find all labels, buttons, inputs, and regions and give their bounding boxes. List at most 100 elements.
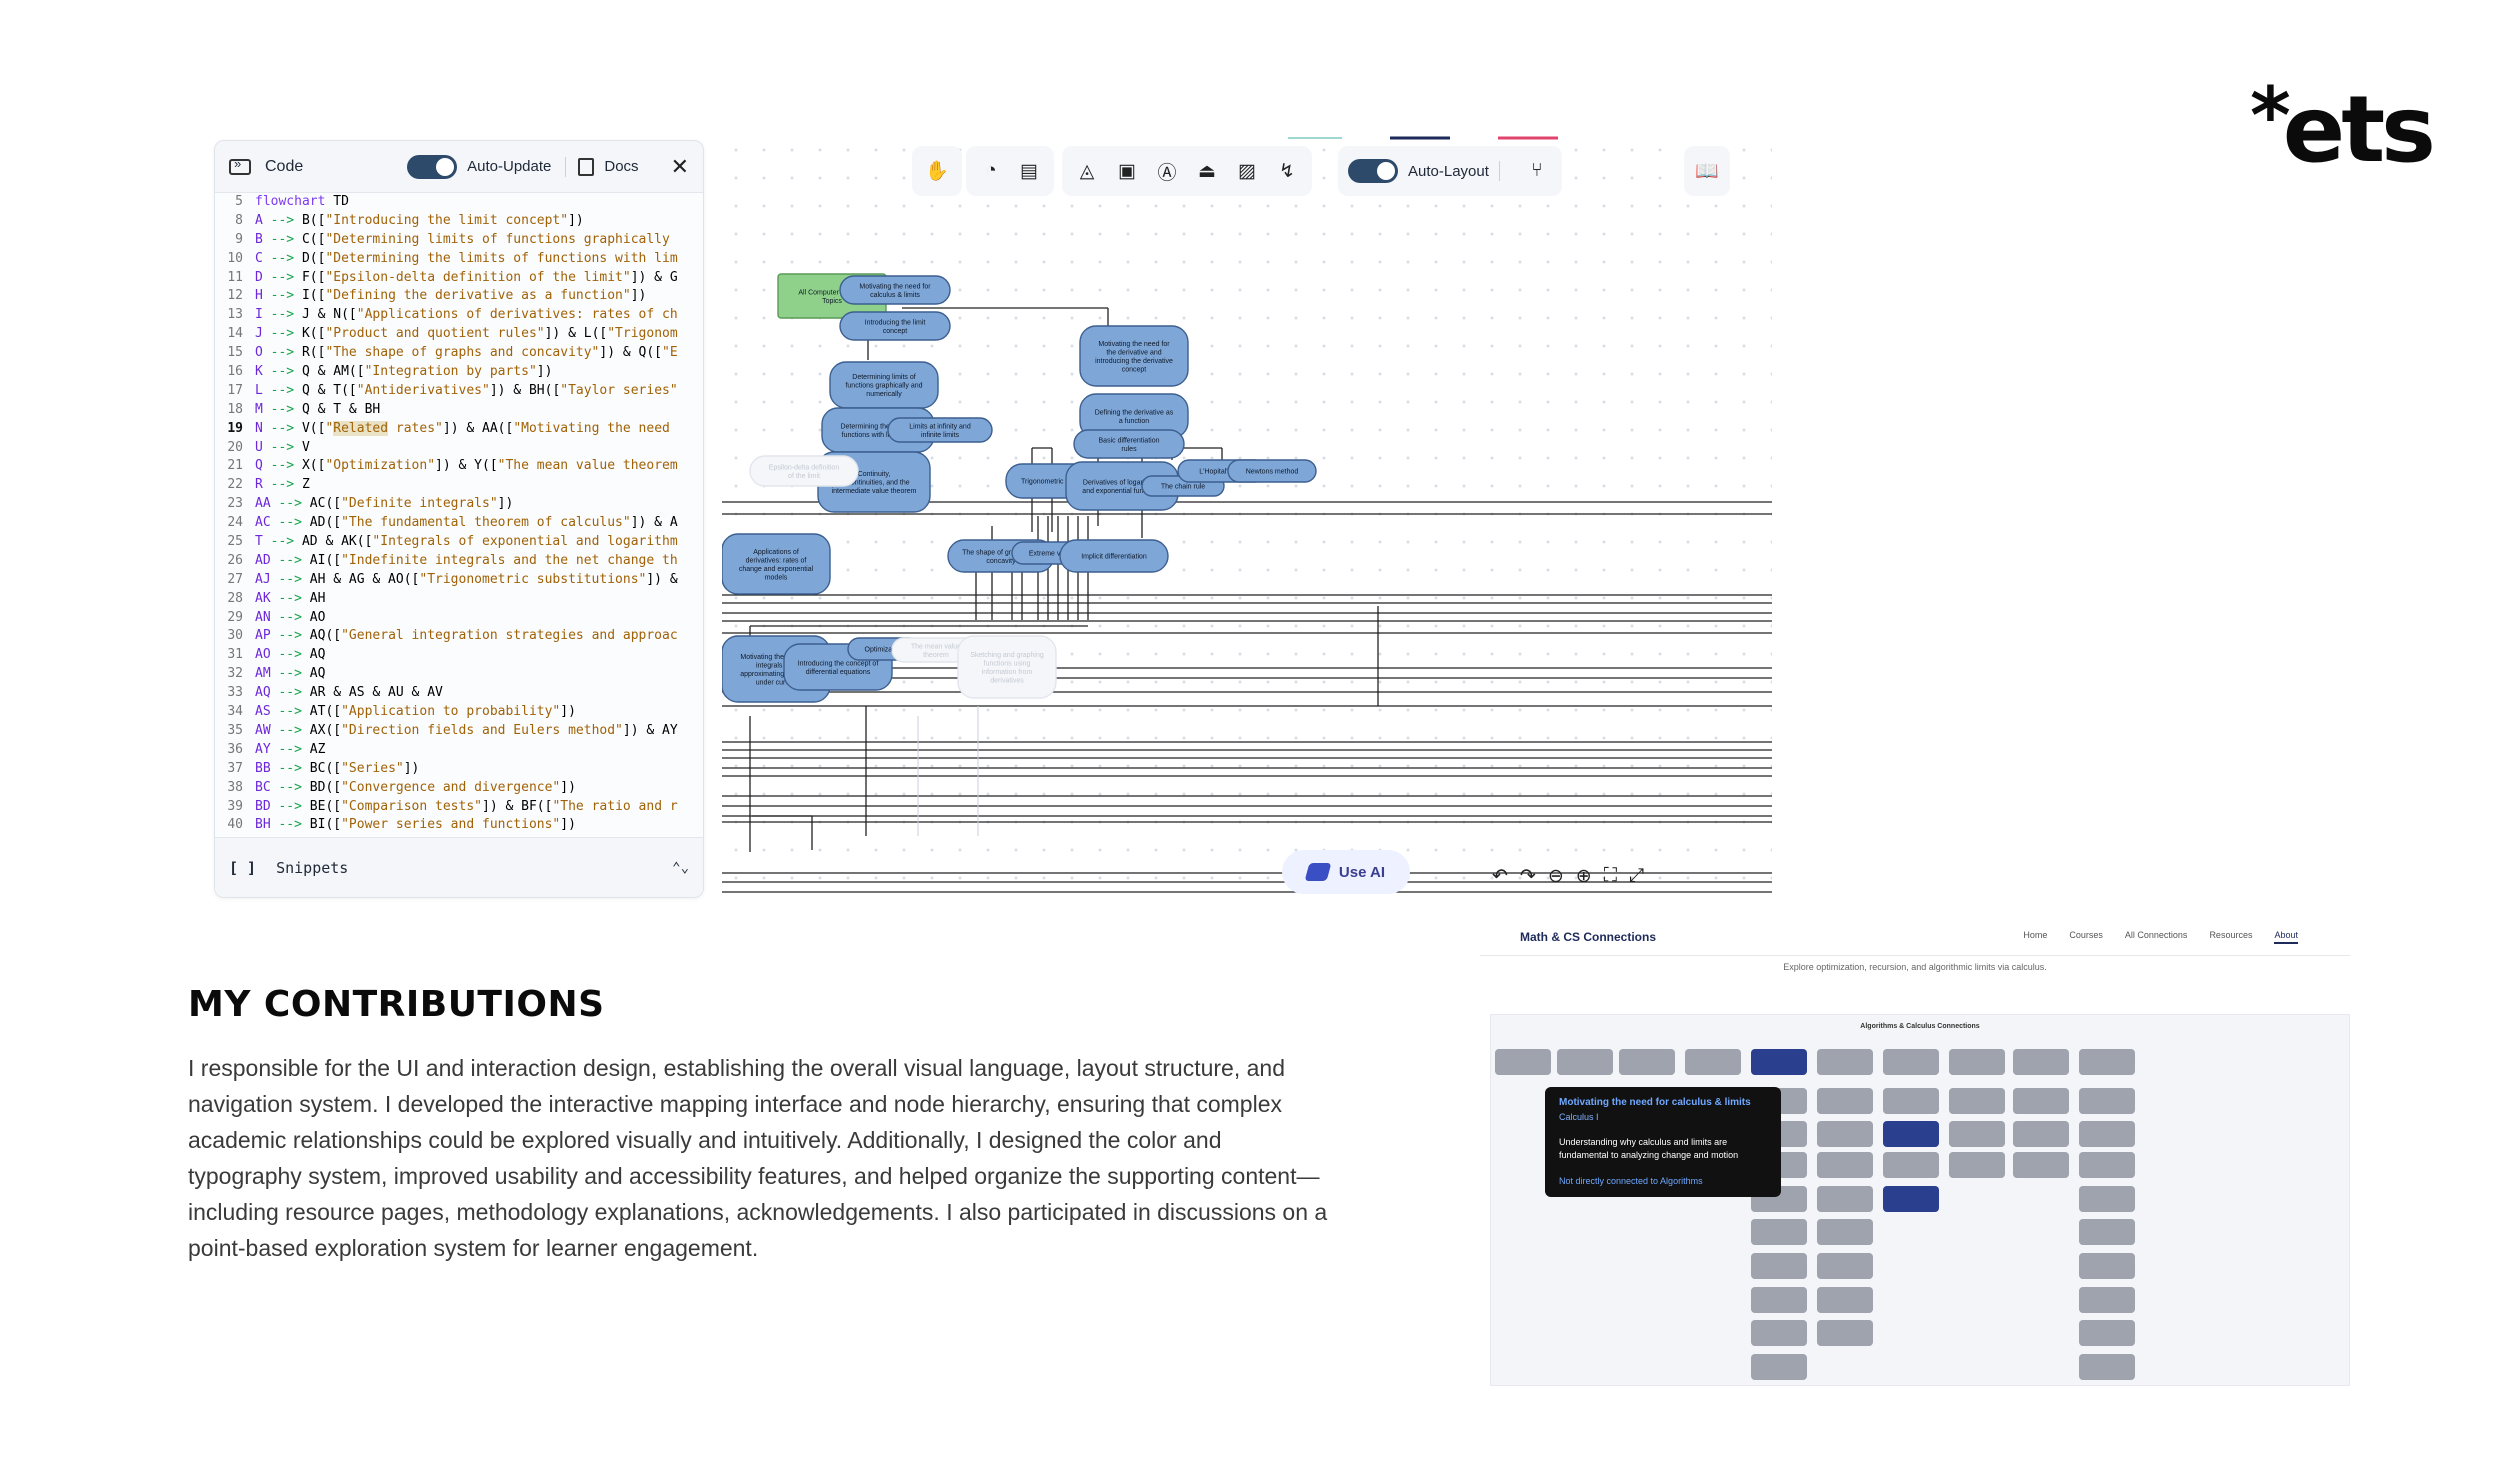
code-line[interactable]: 11 D --> F(["Epsilon-delta definition of… — [215, 269, 703, 288]
flowchart-node-shape[interactable] — [839, 311, 951, 341]
map-node[interactable] — [1817, 1320, 1873, 1347]
arrows-icon[interactable]: ↯ — [1279, 160, 1295, 182]
close-icon[interactable]: ✕ — [670, 153, 689, 179]
map-node[interactable] — [2013, 1152, 2069, 1179]
flowchart-node-shape[interactable] — [1059, 539, 1169, 573]
map-node[interactable] — [1751, 1048, 1807, 1075]
code-line[interactable]: 36 AY --> AZ — [215, 741, 703, 760]
code-line[interactable]: 33 AQ --> AR & AS & AU & AV — [215, 684, 703, 703]
nav-link-resources[interactable]: Resources — [2209, 929, 2253, 940]
code-line[interactable]: 35 AW --> AX(["Direction fields and Eule… — [215, 722, 703, 741]
code-line[interactable]: 38 BC --> BD(["Convergence and divergenc… — [215, 779, 703, 798]
map-node[interactable] — [2013, 1121, 2069, 1148]
flowchart-node-shape[interactable] — [1079, 325, 1189, 387]
code-line[interactable]: 19 N --> V(["Related rates"]) & AA(["Mot… — [215, 420, 703, 439]
map-node[interactable] — [1751, 1353, 1807, 1380]
code-line[interactable]: 9 B --> C(["Determining limits of functi… — [215, 231, 703, 250]
map-node[interactable] — [1949, 1152, 2005, 1179]
map-node[interactable] — [2079, 1185, 2135, 1212]
code-line[interactable]: 40 BH --> BI(["Power series and function… — [215, 816, 703, 835]
code-line[interactable]: 34 AS --> AT(["Application to probabilit… — [215, 703, 703, 722]
map-node[interactable] — [1619, 1048, 1675, 1075]
code-line[interactable]: 16 K --> Q & AM(["Integration by parts"]… — [215, 363, 703, 382]
code-line[interactable]: 23 AA --> AC(["Definite integrals"]) — [215, 495, 703, 514]
code-line[interactable]: 18 M --> Q & T & BH — [215, 401, 703, 420]
map-node[interactable] — [2079, 1087, 2135, 1114]
diagram-canvas[interactable]: ✋ ◔ ▤ ◬ ▣ Ⓐ ⏏ ▨ ↯ Auto-Layout ⑂ 📖 — [722, 136, 1772, 902]
map-node[interactable] — [1751, 1320, 1807, 1347]
code-line[interactable]: 22 R --> Z — [215, 476, 703, 495]
fit-view-icon[interactable]: ⛶ — [1603, 865, 1617, 886]
map-node[interactable] — [2079, 1152, 2135, 1179]
code-line[interactable]: 26 AD --> AI(["Indefinite integrals and … — [215, 552, 703, 571]
zoom-out-icon[interactable]: ⊖ — [1547, 866, 1564, 887]
site-brand[interactable]: Math & CS Connections — [1520, 929, 1657, 944]
map-node[interactable] — [1817, 1286, 1873, 1313]
rectangle-icon[interactable]: ▣ — [1118, 160, 1136, 182]
auto-layout-toggle[interactable] — [1348, 159, 1398, 183]
map-node[interactable] — [1817, 1185, 1873, 1212]
code-line[interactable]: 10 C --> D(["Determining the limits of f… — [215, 250, 703, 269]
map-node[interactable] — [1883, 1185, 1939, 1212]
redo-icon[interactable]: ↷ — [1519, 866, 1536, 887]
map-node[interactable] — [1817, 1253, 1873, 1279]
code-line[interactable]: 14 J --> K(["Product and quotient rules"… — [215, 325, 703, 344]
map-node[interactable] — [1751, 1253, 1807, 1279]
code-line[interactable]: 24 AC --> AD(["The fundamental theorem o… — [215, 514, 703, 533]
palette-icon[interactable]: ◔ — [985, 160, 997, 181]
hand-icon[interactable]: ✋ — [925, 161, 949, 182]
map-node[interactable] — [1883, 1152, 1939, 1179]
auto-update-toggle[interactable] — [407, 154, 458, 179]
map-node[interactable] — [1883, 1048, 1939, 1075]
code-line[interactable]: 17 L --> Q & T(["Antiderivatives"]) & BH… — [215, 382, 703, 401]
docs-link[interactable]: Docs — [604, 158, 639, 175]
snippets-bar[interactable]: [ ] Snippets ⌃⌄ — [215, 837, 703, 897]
stamp-icon[interactable]: ⏏ — [1198, 160, 1216, 182]
docs-book-icon[interactable] — [578, 157, 595, 176]
map-node[interactable] — [1949, 1121, 2005, 1148]
shapes-icon[interactable]: ◬ — [1079, 160, 1095, 182]
image-icon[interactable]: ▨ — [1238, 160, 1256, 182]
code-line[interactable]: 30 AP --> AQ(["General integration strat… — [215, 627, 703, 646]
flowchart-node-shape[interactable] — [1227, 459, 1317, 483]
map-node[interactable] — [1949, 1087, 2005, 1114]
flowchart-node-shape[interactable] — [887, 417, 993, 443]
nav-link-courses[interactable]: Courses — [2069, 929, 2103, 940]
map-node[interactable] — [1817, 1121, 1873, 1148]
map-node[interactable] — [1949, 1048, 2005, 1075]
flowchart-node-shape[interactable] — [1073, 429, 1185, 459]
code-line[interactable]: 28 AK --> AH — [215, 590, 703, 609]
code-line[interactable]: 21 Q --> X(["Optimization"]) & Y(["The m… — [215, 457, 703, 476]
code-line[interactable]: 32 AM --> AQ — [215, 665, 703, 684]
paint-roller-icon[interactable]: ▤ — [1020, 160, 1038, 182]
map-node[interactable] — [1751, 1286, 1807, 1313]
map-node[interactable] — [1557, 1048, 1613, 1075]
map-node[interactable] — [2079, 1048, 2135, 1075]
map-node[interactable] — [2079, 1121, 2135, 1148]
use-ai-button[interactable]: Use AI — [1282, 850, 1410, 894]
map-node[interactable] — [1883, 1087, 1939, 1114]
flowchart-node-shape[interactable] — [839, 275, 951, 305]
nav-link-home[interactable]: Home — [2023, 929, 2048, 940]
code-line[interactable]: 12 H --> I(["Defining the derivative as … — [215, 287, 703, 306]
flowchart-node-shape[interactable] — [749, 455, 859, 487]
map-node[interactable] — [2079, 1353, 2135, 1380]
collapse-panel-icon[interactable] — [229, 156, 251, 175]
flowchart-node-shape[interactable] — [722, 533, 831, 595]
code-line[interactable]: 25 T --> AD & AK(["Integrals of exponent… — [215, 533, 703, 552]
chevron-updown-icon[interactable]: ⌃⌄ — [672, 859, 689, 876]
map-node[interactable] — [2079, 1253, 2135, 1279]
text-icon[interactable]: Ⓐ — [1157, 162, 1177, 184]
branch-icon[interactable]: ⑂ — [1531, 160, 1543, 181]
map-node[interactable] — [2013, 1087, 2069, 1114]
map-node[interactable] — [1817, 1087, 1873, 1114]
map-node[interactable] — [2079, 1286, 2135, 1313]
map-node[interactable] — [1685, 1048, 1741, 1075]
map-node[interactable] — [2079, 1320, 2135, 1347]
map-node[interactable] — [1495, 1048, 1551, 1075]
map-node[interactable] — [1817, 1048, 1873, 1075]
map-node[interactable] — [1817, 1219, 1873, 1246]
code-line[interactable]: 37 BB --> BC(["Series"]) — [215, 760, 703, 779]
map-node[interactable] — [2013, 1048, 2069, 1075]
map-node[interactable] — [1751, 1219, 1807, 1246]
